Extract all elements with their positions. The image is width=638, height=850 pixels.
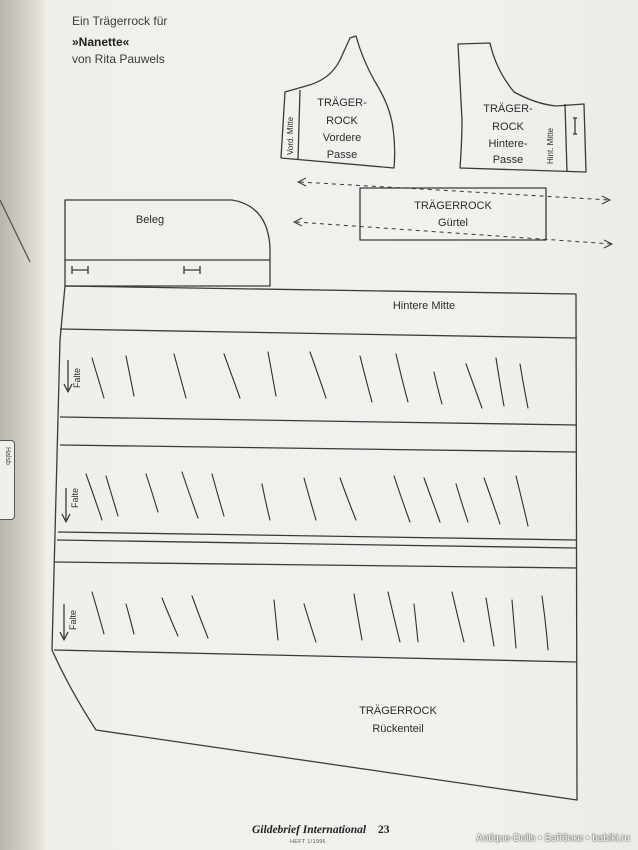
back-panel-title2: Rückenteil [372, 723, 423, 735]
adjacent-page-edge [0, 199, 31, 263]
back-yoke-outline [457, 42, 587, 173]
front-yoke-side-label: Vord. Mitte [286, 116, 295, 155]
fold-label-3: Falte [68, 610, 78, 630]
belt-outline [359, 187, 547, 241]
fold-band-2-end [54, 561, 578, 569]
fold-label-1: Falte [72, 368, 82, 388]
fold-arrow-1 [63, 360, 73, 393]
fold-band-1-end [59, 444, 578, 453]
fold-arrow-2 [61, 488, 71, 523]
center-back-label: Hintere Mitte [393, 300, 455, 312]
facing-title: Beleg [136, 214, 164, 226]
fold-label-2: Falte [70, 488, 80, 508]
site-watermark: Antique-Dolls • Бэйбики • babiki.ru [476, 833, 630, 844]
facing-outline [64, 199, 271, 287]
back-yoke-side-label: Hint. Mitte [546, 127, 555, 164]
front-yoke-title4: Passe [327, 149, 358, 161]
back-yoke-title2: ROCK [492, 121, 524, 133]
article-title-line1: Ein Trägerrock für [72, 14, 168, 28]
grainline-arrows [295, 181, 613, 245]
footer-issue: HEFT 1/1996 [290, 839, 326, 845]
pleat-marks [85, 351, 549, 651]
footer-magazine-name: Gildebrief International [252, 824, 367, 836]
front-yoke-title3: Vordere [323, 132, 362, 144]
front-yoke-title2: ROCK [326, 115, 358, 127]
page-gutter-shadow [0, 0, 48, 850]
back-yoke-center-line [564, 103, 568, 173]
back-panel-title1: TRÄGERROCK [359, 705, 437, 717]
belt-title2: Gürtel [438, 217, 468, 229]
footer-page-number: 23 [378, 824, 390, 836]
facing-notch-2 [183, 266, 201, 274]
front-yoke-center-line [297, 89, 301, 161]
article-author: von Rita Pauwels [72, 52, 165, 66]
back-yoke-title1: TRÄGER- [483, 103, 533, 115]
back-yoke-title4: Passe [493, 154, 524, 166]
grainline-top [299, 181, 611, 201]
article-title-doll-name: »Nanette« [72, 35, 130, 49]
fold-band-3-end [53, 649, 578, 663]
facing-notch-1 [71, 266, 89, 274]
center-back-line [59, 328, 578, 339]
fold-band-1-start-lower [59, 416, 578, 426]
fold-arrow-3 [59, 604, 69, 641]
back-panel-outline [51, 285, 578, 801]
fold-band-2-start [57, 531, 578, 541]
front-yoke-title1: TRÄGER- [317, 97, 367, 109]
belt-title1: TRÄGERROCK [414, 200, 492, 212]
back-yoke-title3: Hintere- [488, 138, 527, 150]
adjacent-page-tab: Halsb [0, 440, 15, 520]
front-yoke-outline [280, 35, 396, 169]
